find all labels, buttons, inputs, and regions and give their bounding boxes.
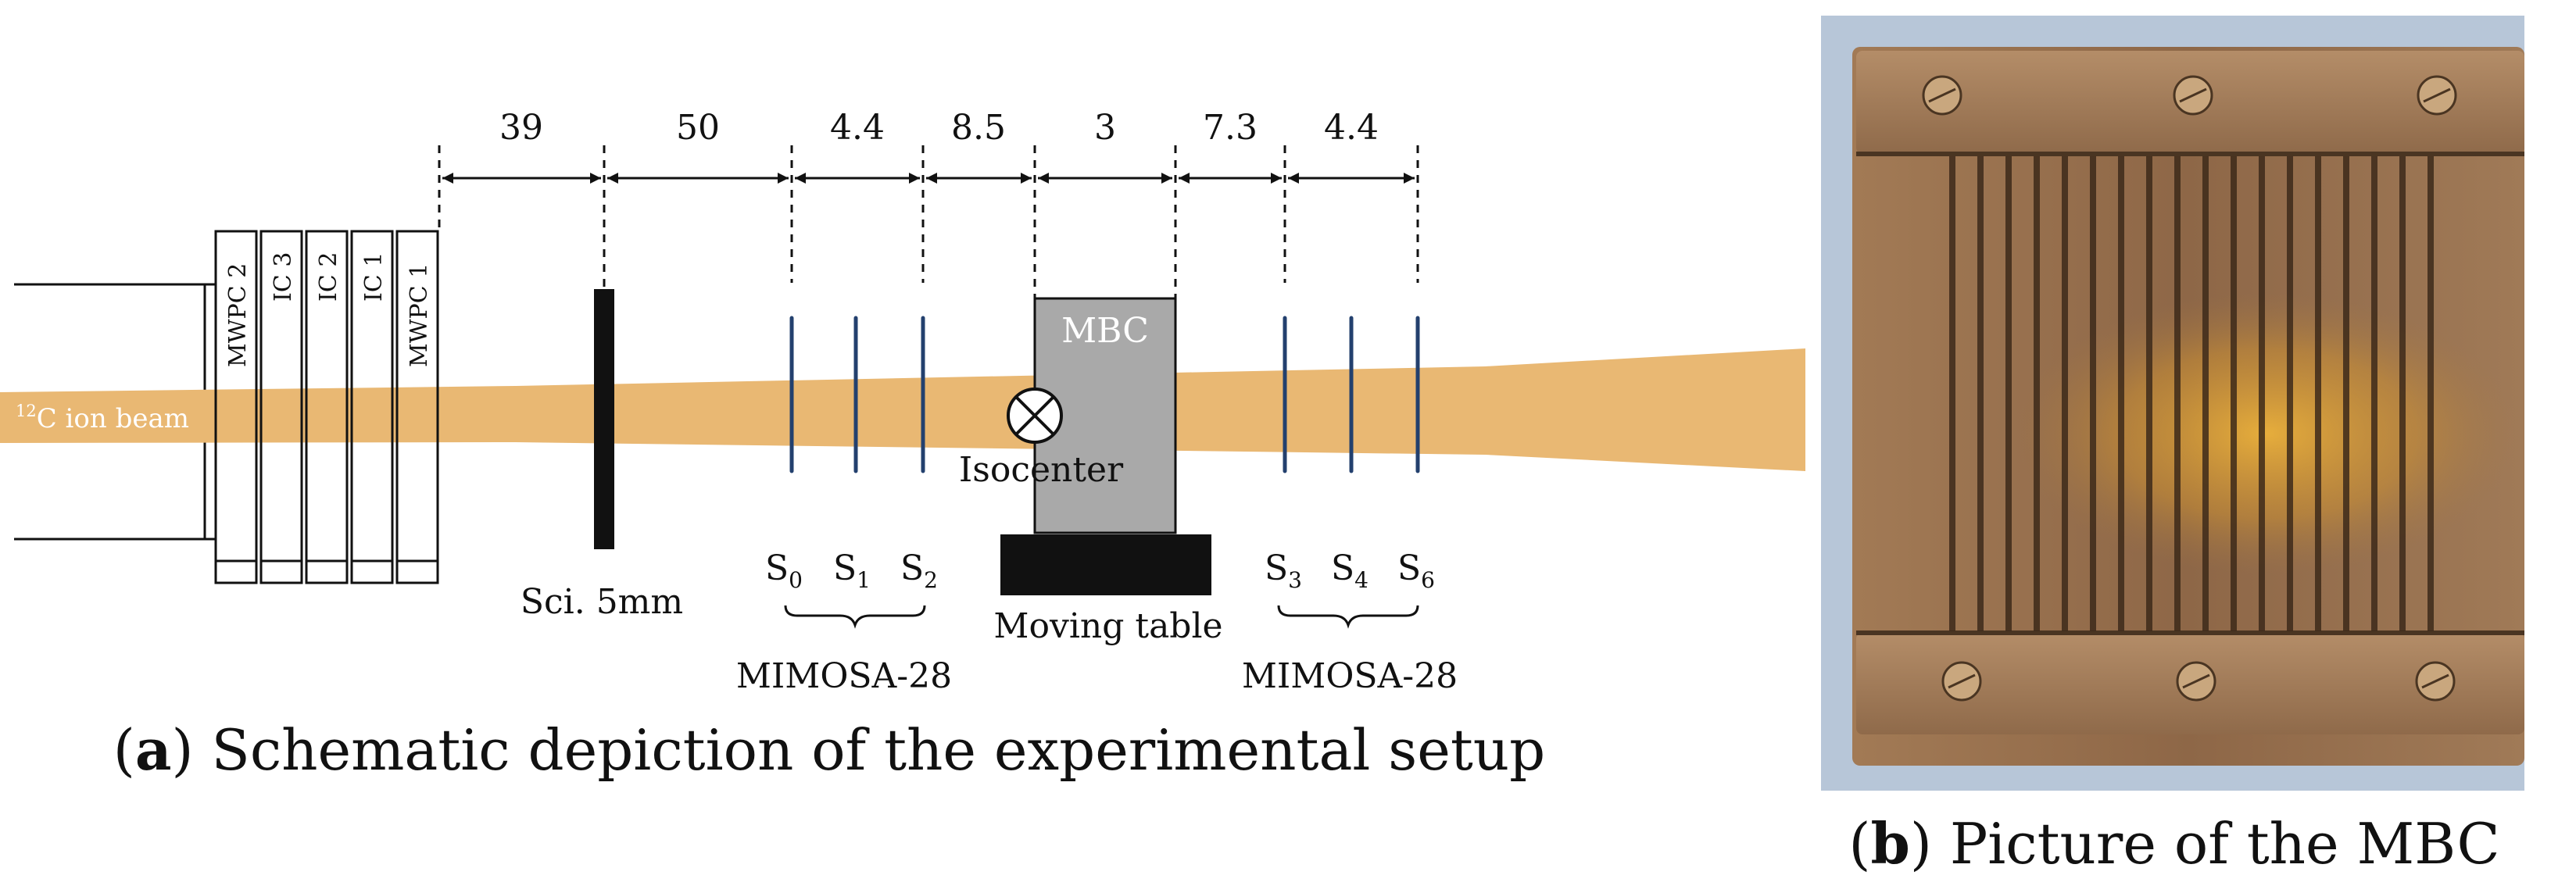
moving-table-label: Moving table: [993, 606, 1222, 646]
sensor-label-s0: S0: [765, 548, 803, 593]
brace-left: [784, 605, 926, 629]
panel-b-photo: (b) Picture of the MBC: [1821, 16, 2524, 877]
mbc-label: MBC: [1061, 311, 1149, 351]
isocenter-marker: [1007, 388, 1063, 444]
detector-label: MWPC 1: [406, 263, 433, 367]
detector-ic-2: IC 2: [305, 230, 349, 584]
detector-ic-1: IC 1: [350, 230, 394, 584]
distance-label: 50: [676, 108, 720, 148]
detector-label: IC 3: [270, 252, 297, 302]
detector-label: IC 2: [315, 252, 342, 302]
caption-a: (a) Schematic depiction of the experimen…: [113, 716, 1545, 783]
sensor-labels: S0 S1 S2 S3 S4 S6: [765, 548, 1435, 593]
sensor-label-s3: S3: [1265, 548, 1302, 593]
ion-beam: [0, 348, 1805, 471]
detector-ic-3: IC 3: [259, 230, 303, 584]
beam-label-text: C ion beam: [37, 403, 189, 434]
scintillator-label: Sci. 5mm: [521, 582, 683, 622]
sensor-label-s2: S2: [900, 548, 938, 593]
mbc-photo: [1821, 16, 2524, 791]
mbc-slots: [1949, 156, 2434, 631]
beam-label: 12C ion beam: [16, 402, 189, 434]
isocenter-label: Isocenter: [959, 450, 1124, 490]
mbc-screws: [1922, 75, 2457, 702]
distance-labels: 39 50 4.4 8.5 3 7.3 4.4: [499, 108, 1379, 148]
panel-a-schematic: 12C ion beam MWPC 2 IC 3 IC 2 I: [0, 108, 1805, 783]
sensor-planes: [789, 316, 1420, 473]
caption-b-letter: b: [1871, 810, 1910, 877]
distance-label: 7.3: [1203, 108, 1258, 148]
sensor-label-s4: S4: [1331, 548, 1368, 593]
caption-a-text: Schematic depiction of the experimental …: [212, 717, 1546, 783]
distance-label: 39: [499, 108, 543, 148]
caption-a-letter: a: [135, 716, 172, 783]
moving-table: [1000, 534, 1211, 595]
caption-b: (b) Picture of the MBC: [1848, 810, 2499, 877]
reference-lines: [438, 145, 1419, 298]
detector-mwpc-1: MWPC 1: [395, 230, 439, 584]
sensor-label-s6: S6: [1397, 548, 1435, 593]
telescope-braces: [784, 605, 1419, 629]
detector-mwpc-2: MWPC 2: [214, 230, 258, 584]
distance-label: 4.4: [1324, 108, 1379, 148]
detector-label: IC 1: [360, 252, 388, 302]
detector-stack: MWPC 2 IC 3 IC 2 IC 1 MWPC 1: [214, 230, 439, 584]
brace-right: [1277, 605, 1419, 629]
distance-label: 3: [1094, 108, 1116, 148]
distance-label: 4.4: [830, 108, 885, 148]
sensor-label-s1: S1: [833, 548, 871, 593]
scintillator: [594, 289, 614, 549]
distance-label: 8.5: [951, 108, 1006, 148]
telescope-label-left: MIMOSA-28: [736, 656, 952, 696]
telescope-label-right: MIMOSA-28: [1242, 656, 1458, 696]
beam-label-superscript: 12: [16, 402, 37, 420]
detector-label: MWPC 2: [224, 263, 252, 367]
caption-b-text: Picture of the MBC: [1950, 811, 2500, 877]
